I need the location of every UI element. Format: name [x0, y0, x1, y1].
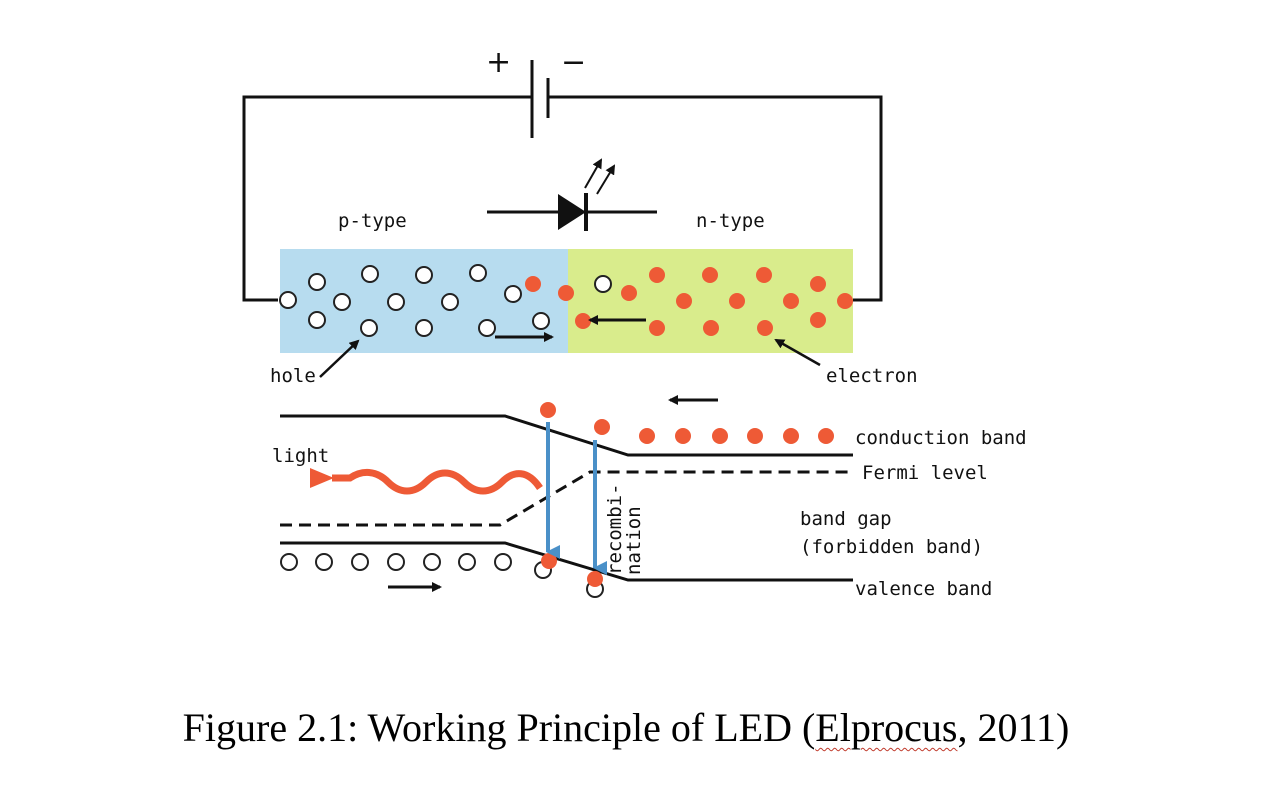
band-gap-label: band gap: [800, 508, 892, 530]
forbidden-band-label: (forbidden band): [800, 536, 983, 558]
figure-caption: Figure 2.1: Working Principle of LED (El…: [0, 704, 1252, 751]
battery-plus-sign: +: [486, 45, 511, 80]
conduction-band-line: [280, 414, 853, 457]
electrons-n-region: [525, 267, 853, 336]
circuit-wire: [242, 95, 883, 302]
hole-pointer-arrow: [319, 339, 360, 378]
hole-label: hole: [270, 365, 316, 387]
caption-suffix: , 2011): [957, 705, 1070, 750]
valence-band-label: valence band: [855, 578, 992, 600]
holes-p-region: [279, 264, 612, 337]
electron-label: electron: [826, 365, 918, 387]
caption-source: Elprocus: [815, 705, 958, 750]
light-label: light: [272, 445, 329, 467]
light-wave: [310, 468, 543, 495]
conduction-band-label: conduction band: [855, 427, 1027, 449]
n-type-region: [568, 249, 853, 353]
n-type-label: n-type: [696, 210, 765, 232]
fermi-level-line: [280, 470, 853, 527]
conduction-electrons: [540, 402, 834, 444]
battery-symbol: [530, 60, 550, 138]
battery-minus-sign: −: [561, 45, 586, 80]
recombination-label-line2: nation: [623, 506, 645, 575]
caption-prefix: Figure 2.1: Working Principle of LED (: [182, 705, 816, 750]
fermi-level-label: Fermi level: [862, 462, 988, 484]
valence-band-line: [280, 541, 853, 582]
electron-pointer-arrow: [774, 338, 821, 367]
p-type-label: p-type: [338, 210, 407, 232]
recombination-label-line1: recombi-: [604, 483, 626, 575]
led-symbol: [487, 158, 657, 231]
